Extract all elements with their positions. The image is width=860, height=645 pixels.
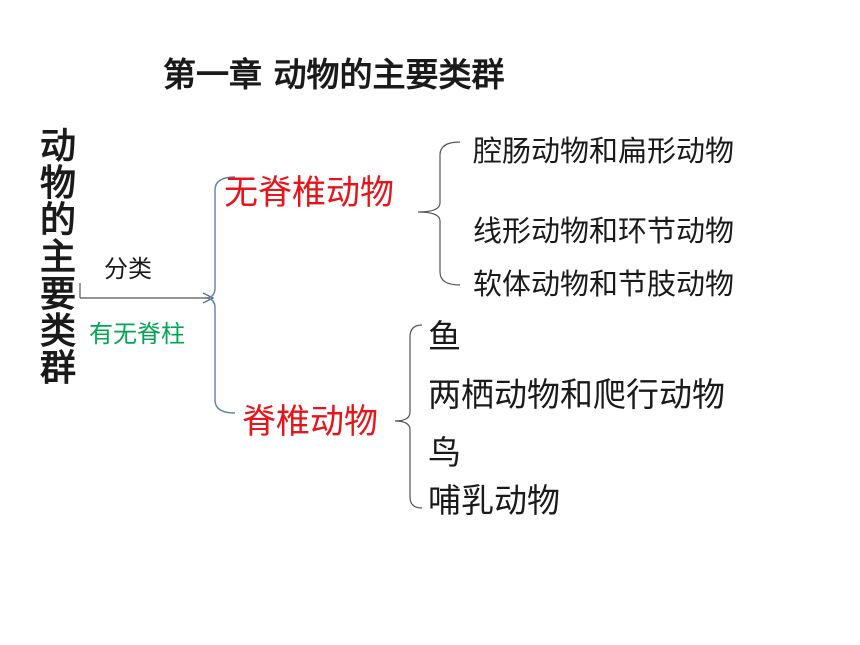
main-brace	[204, 176, 236, 414]
vertebrate-item: 哺乳动物	[428, 481, 560, 520]
root-node-label: 动物的主要类群	[40, 126, 77, 389]
invertebrate-item: 软体动物和节肢动物	[473, 267, 735, 301]
invertebrate-item: 腔肠动物和扁形动物	[473, 134, 735, 168]
vertebrate-item: 鱼	[428, 317, 461, 356]
vertebrate-item: 两栖动物和爬行动物	[428, 375, 725, 414]
invertebrate-brace	[417, 141, 461, 286]
invertebrate-item: 线形动物和环节动物	[473, 214, 735, 248]
vertebrate-item: 鸟	[428, 433, 461, 472]
invertebrates-node: 无脊椎动物	[224, 173, 394, 213]
edge-label-classification: 分类	[104, 255, 152, 283]
vertebrate-brace	[394, 324, 423, 509]
edge-label-backbone: 有无脊柱	[89, 320, 185, 348]
vertebrates-node: 脊椎动物	[242, 402, 378, 442]
root-arrow-head	[202, 292, 215, 304]
page-title: 第一章 动物的主要类群	[163, 55, 505, 94]
